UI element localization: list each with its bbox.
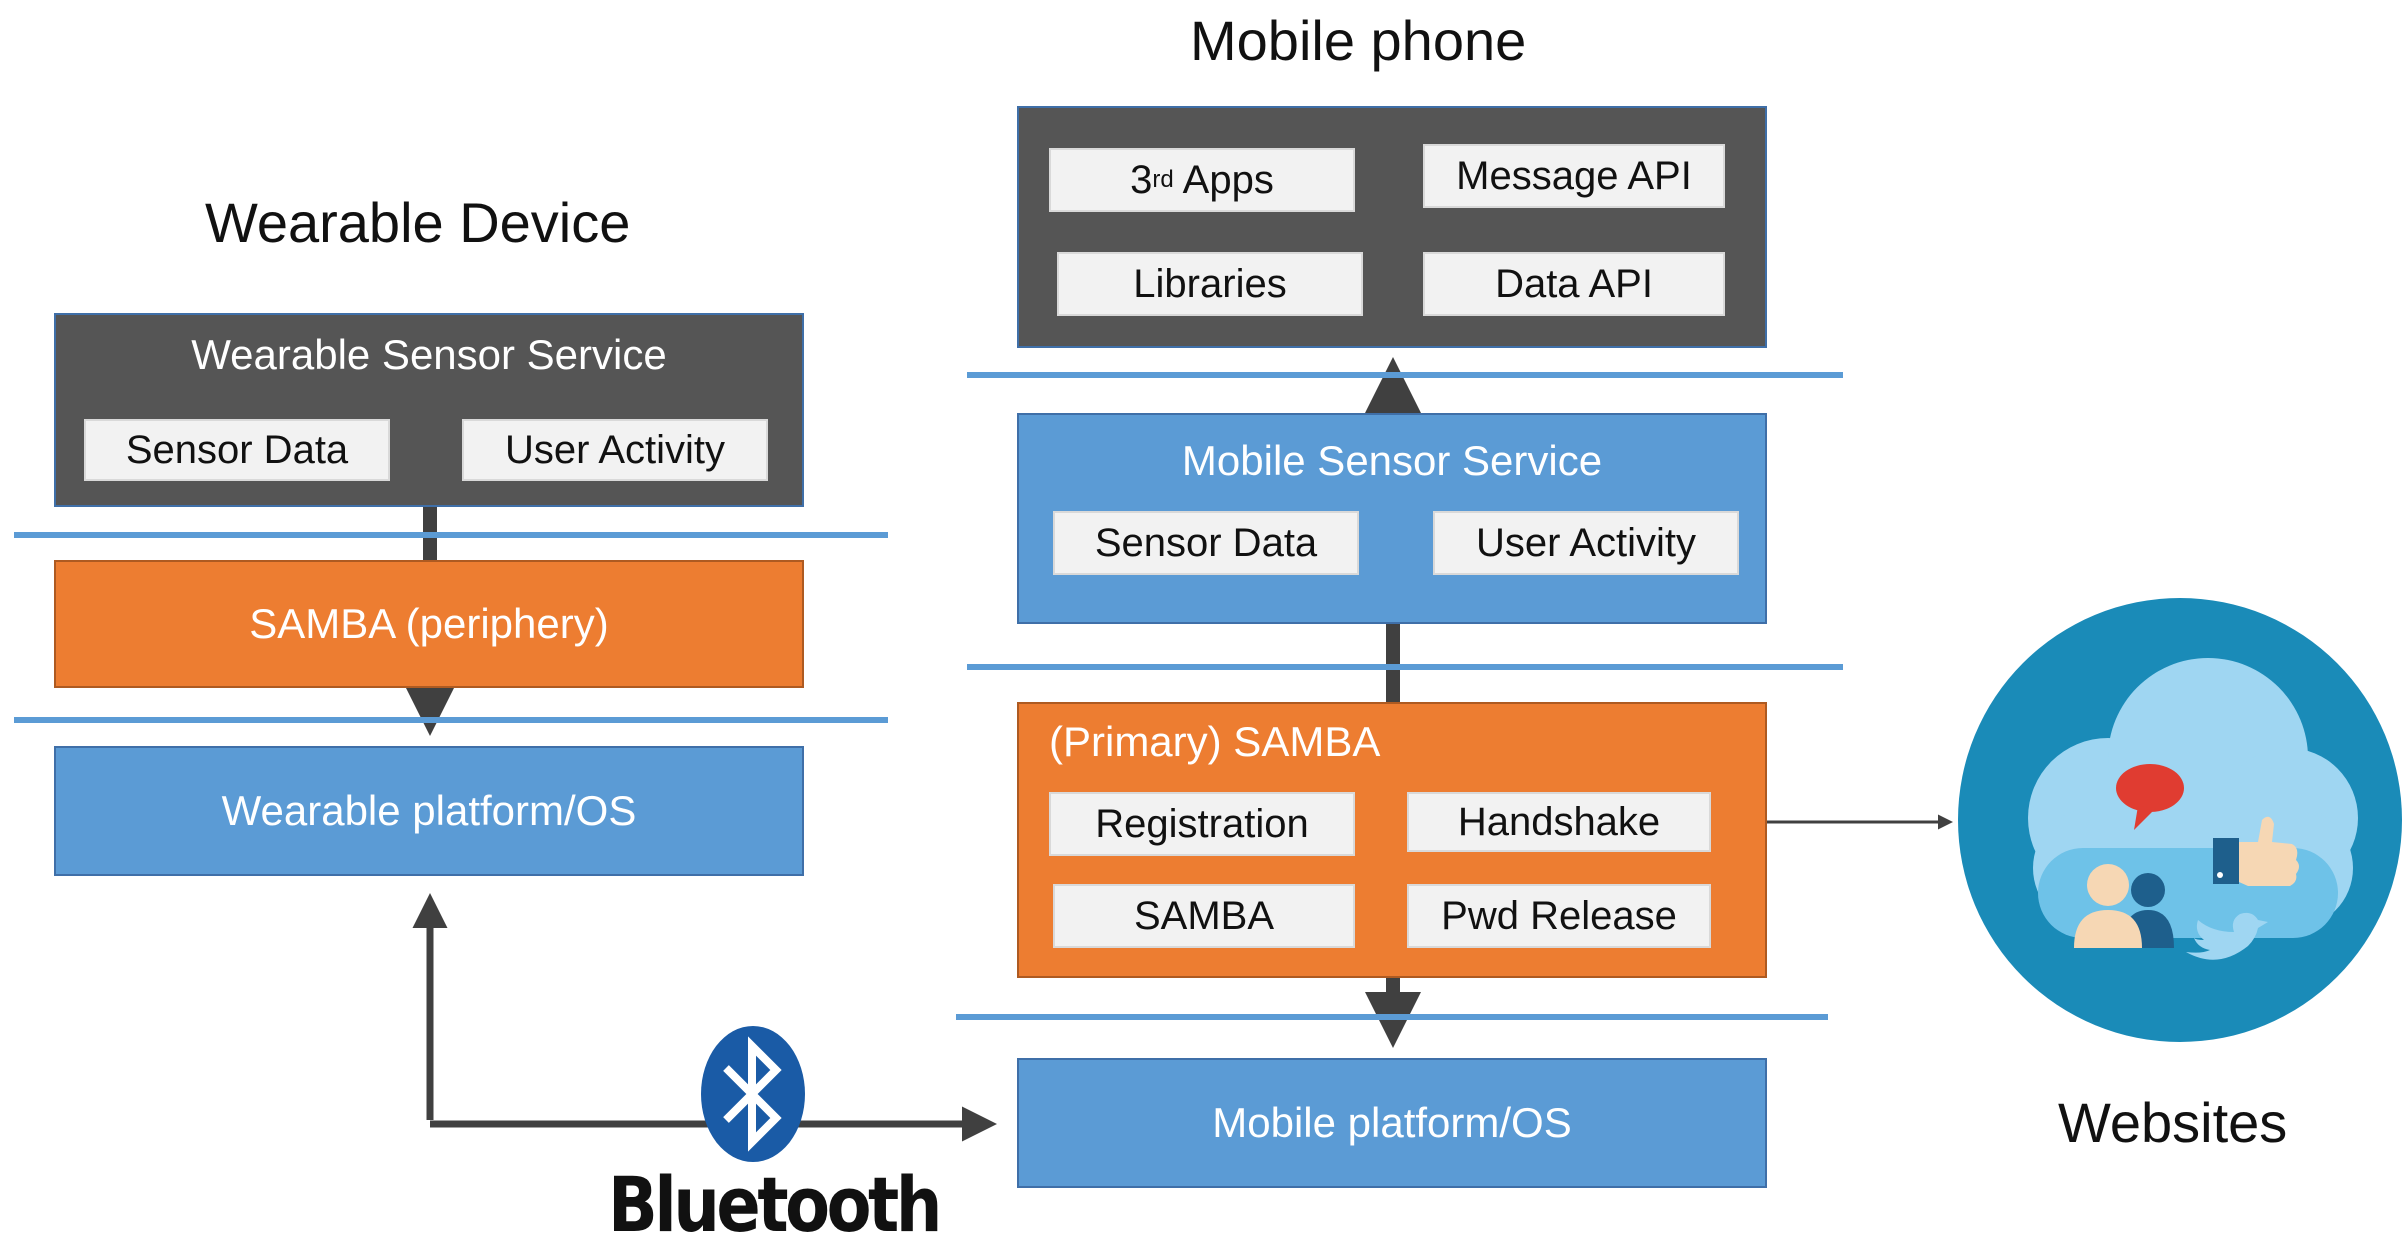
wearable-platform-panel: Wearable platform/OS: [54, 746, 804, 876]
handshake-chip: Handshake: [1407, 792, 1711, 852]
speech-bubble-icon: [2116, 764, 2184, 830]
wearable-platform-label: Wearable platform/OS: [221, 787, 637, 834]
separator-line: [967, 372, 1843, 378]
primary-samba-panel: (Primary) SAMBA Registration Handshake S…: [1017, 702, 1767, 978]
pwd-release-chip: Pwd Release: [1407, 884, 1711, 948]
third-apps-sup: rd: [1152, 166, 1174, 193]
thumbs-up-icon: [2213, 816, 2299, 886]
heading-wearable-device: Wearable Device: [205, 191, 631, 254]
mobile-platform-panel: Mobile platform/OS: [1017, 1058, 1767, 1188]
data-api-chip: Data API: [1423, 252, 1725, 316]
heading-websites: Websites: [2058, 1091, 2288, 1154]
libraries-chip: Libraries: [1057, 252, 1363, 316]
bluetooth-label: Bluetooth: [608, 1160, 942, 1249]
separator-line: [14, 532, 888, 538]
mobile-sensor-service-title: Mobile Sensor Service: [1181, 437, 1603, 484]
bluetooth-icon: [698, 1024, 808, 1164]
wearable-samba-label: SAMBA (periphery): [249, 600, 609, 647]
separator-line: [14, 717, 888, 723]
third-apps-text: Apps: [1173, 157, 1274, 202]
people-icon: [2074, 864, 2174, 948]
mobile-user-activity-chip: User Activity: [1433, 511, 1739, 575]
twitter-bird-icon: [2186, 912, 2268, 960]
websites-cloud-icon: [1958, 598, 2402, 1042]
primary-samba-title: (Primary) SAMBA: [1049, 718, 1381, 765]
wearable-sensor-service-title: Wearable Sensor Service: [191, 331, 667, 378]
separator-line: [956, 1014, 1828, 1020]
message-api-chip: Message API: [1423, 144, 1725, 208]
third-apps-num: 3: [1130, 157, 1153, 202]
wearable-sensor-data-chip: Sensor Data: [84, 419, 390, 481]
mobile-sensor-data-chip: Sensor Data: [1053, 511, 1359, 575]
wearable-samba-panel: SAMBA (periphery): [54, 560, 804, 688]
separator-line: [967, 664, 1843, 670]
heading-mobile-phone: Mobile phone: [1190, 9, 1527, 72]
mobile-platform-label: Mobile platform/OS: [1212, 1099, 1572, 1146]
samba-chip: SAMBA: [1053, 884, 1355, 948]
registration-chip: Registration: [1049, 792, 1355, 856]
wearable-user-activity-chip: User Activity: [462, 419, 768, 481]
wearable-sensor-service-panel: Wearable Sensor Service Sensor Data User…: [54, 313, 804, 507]
mobile-sensor-service-panel: Mobile Sensor Service Sensor Data User A…: [1017, 413, 1767, 624]
